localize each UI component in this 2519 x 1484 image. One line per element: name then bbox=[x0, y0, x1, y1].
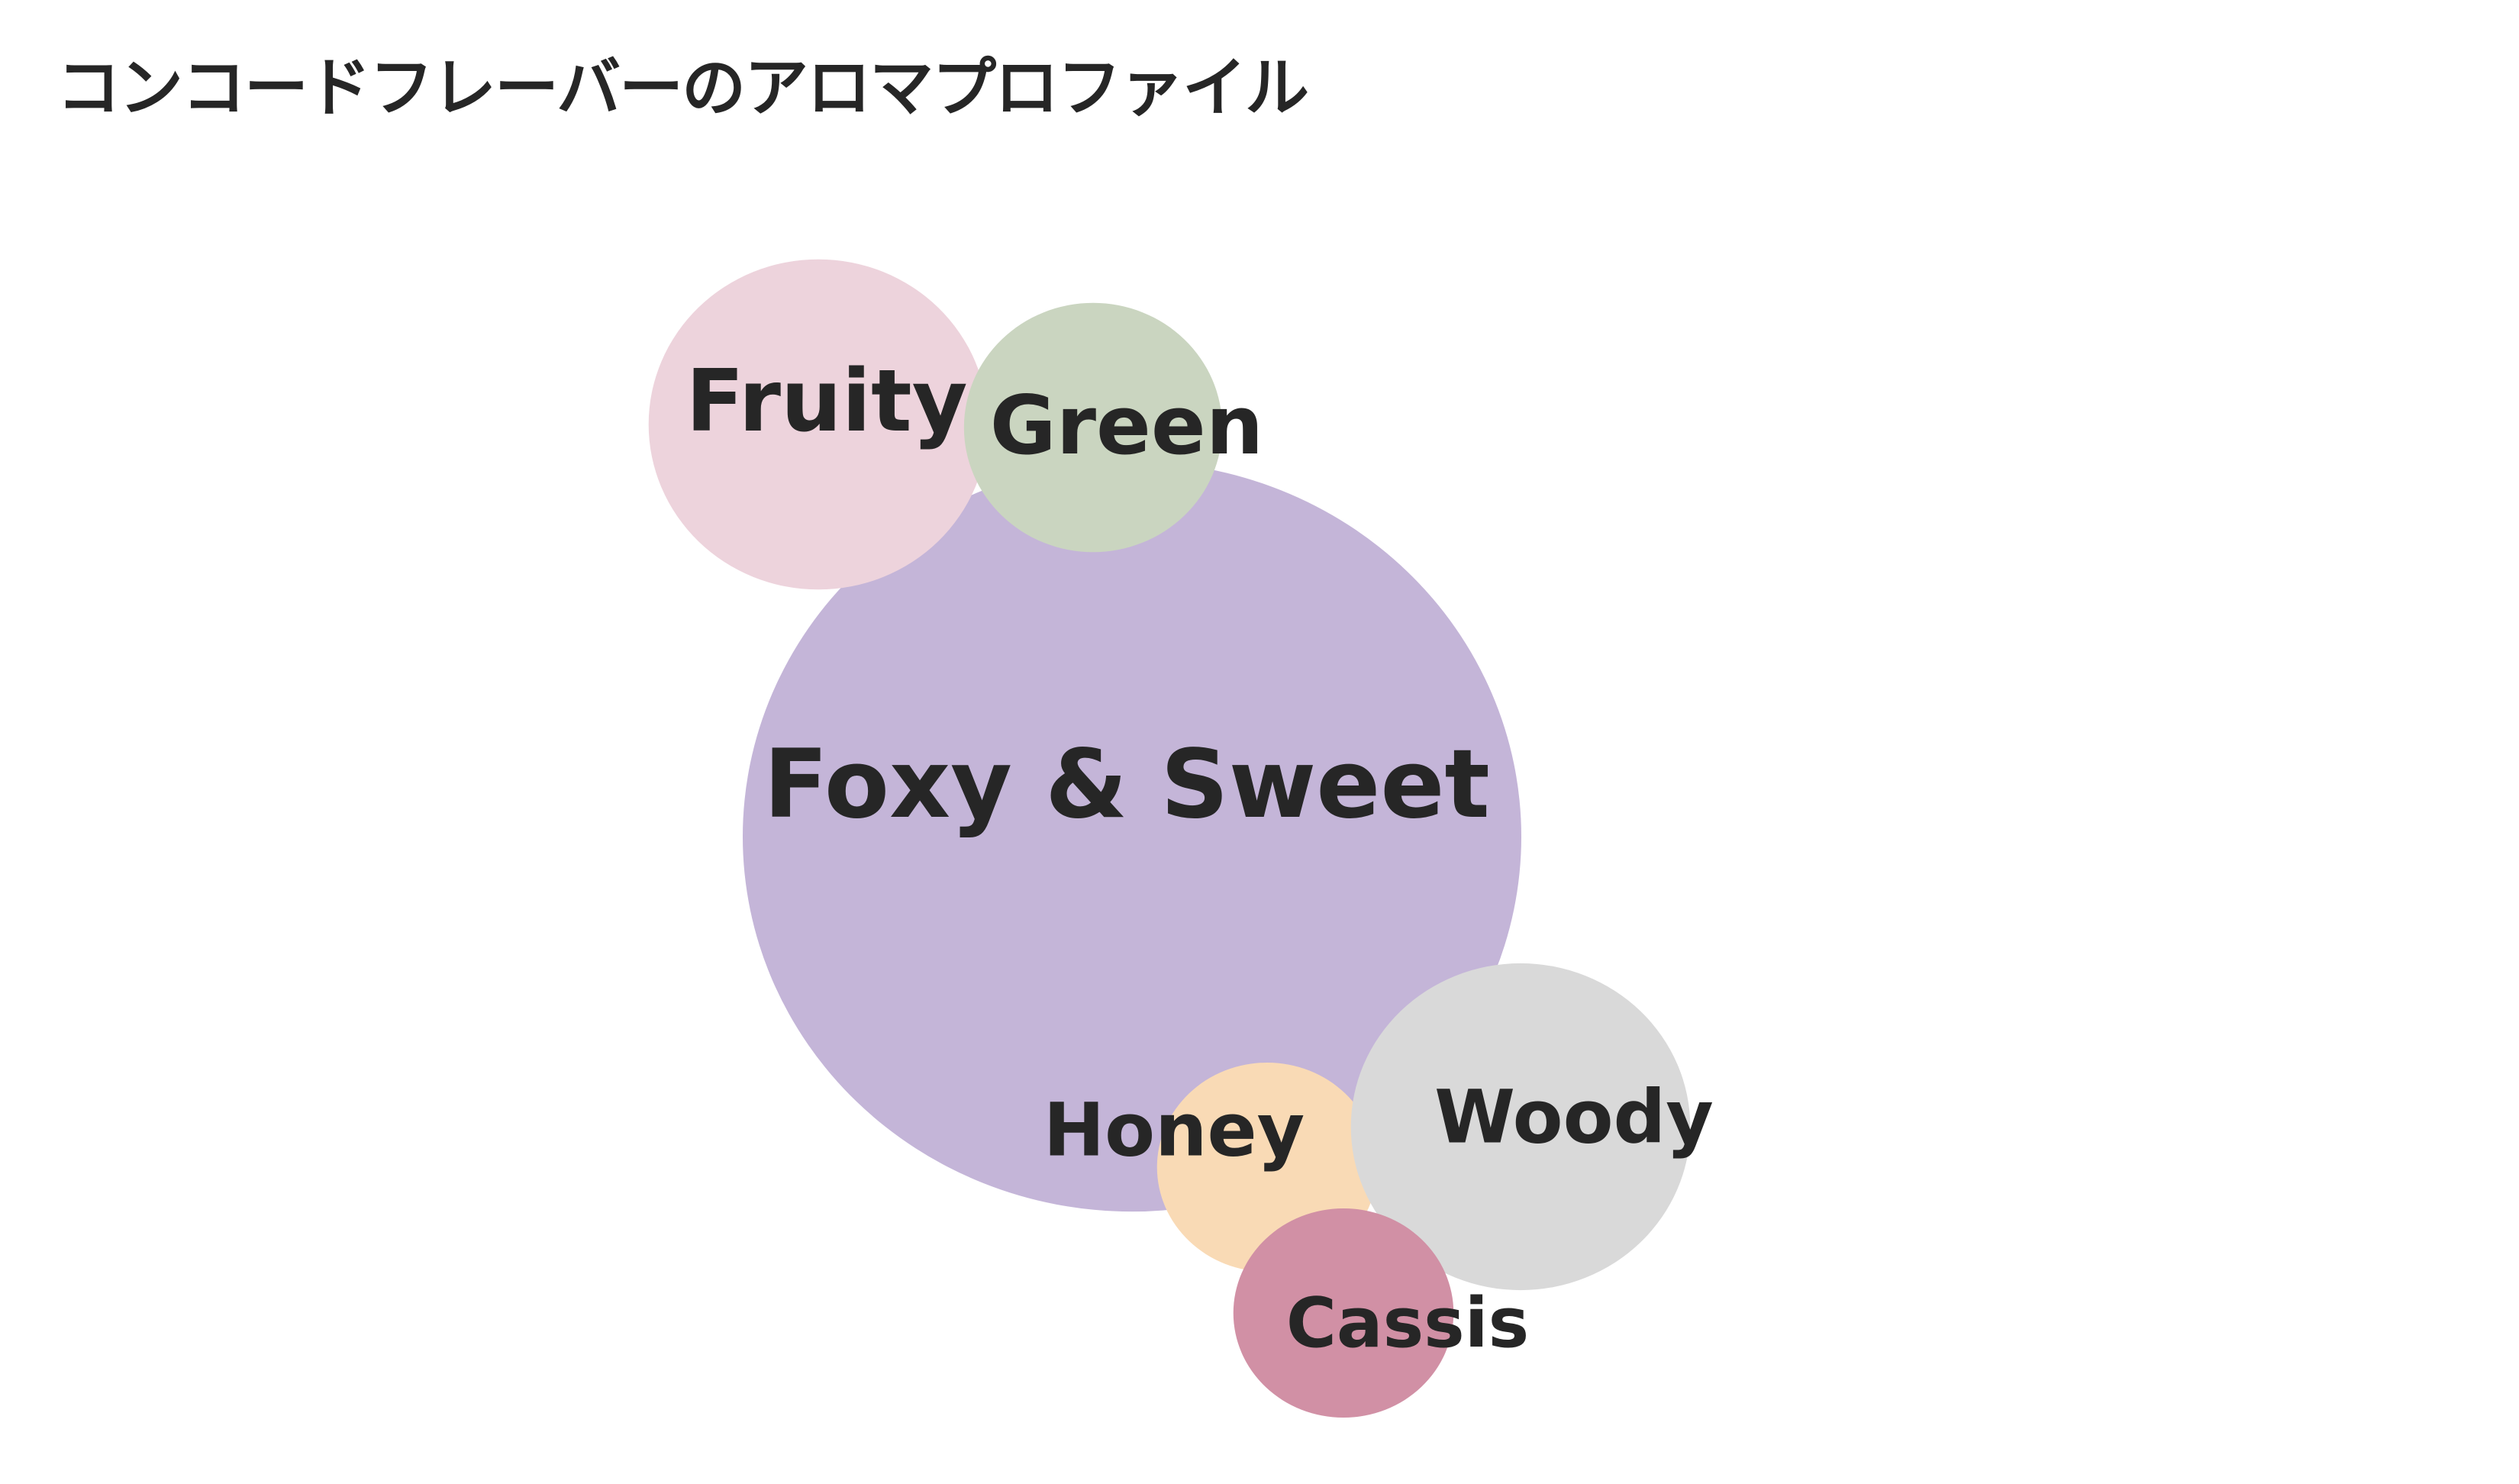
bubble-label: Fruity bbox=[685, 352, 967, 451]
bubble-label: Woody bbox=[1434, 1074, 1714, 1160]
bubble-green bbox=[963, 302, 1223, 553]
chart-title: コンコードフレーバーのアロマプロファイル bbox=[56, 50, 1309, 125]
bubble-woody bbox=[1350, 963, 1691, 1291]
bubble-fruity bbox=[648, 259, 989, 590]
bubble-foxy-sweet bbox=[743, 461, 1521, 1212]
bubble-label: Cassis bbox=[1286, 1283, 1529, 1363]
bubble-label: Foxy & Sweet bbox=[763, 730, 1490, 840]
bubble-label: Honey bbox=[1043, 1087, 1305, 1173]
bubble-label: Green bbox=[990, 379, 1264, 473]
bubble-cassis bbox=[1233, 1208, 1454, 1418]
